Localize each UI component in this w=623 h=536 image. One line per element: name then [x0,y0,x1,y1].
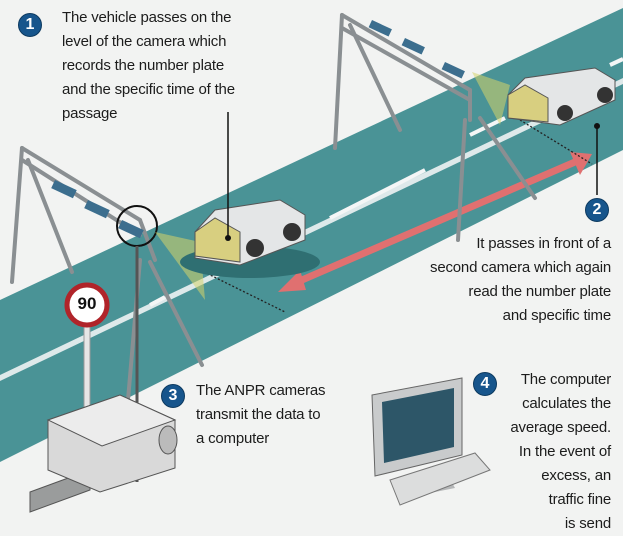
step-2-text: It passes in front of a second camera wh… [430,235,611,324]
camera-beam-2 [472,72,510,125]
step-4-text: The computer calculates the average spee… [510,371,611,532]
anpr-diagram [0,8,623,513]
gantry-1 [10,146,204,402]
road-shoulder [0,78,623,381]
step-2-badge: 2 [585,198,609,222]
camera-pods-1 [51,180,144,239]
gantry-2 [333,13,537,242]
camera-pods-2 [368,20,465,79]
step-4-badge: 4 [473,372,497,396]
step-1-badge: 1 [18,13,42,37]
step-3-badge: 3 [161,384,185,408]
distance-arrow [278,152,592,292]
road [0,8,623,462]
car-2 [507,67,616,126]
anpr-camera [29,394,178,513]
step-3-text: The ANPR cameras transmit the data to a … [196,382,326,447]
computer [371,377,491,506]
car-1 [180,199,320,278]
camera-beam-1 [155,232,205,300]
speed-limit-value: 90 [77,294,97,313]
step-1-text: The vehicle passes on the level of the c… [62,9,235,122]
